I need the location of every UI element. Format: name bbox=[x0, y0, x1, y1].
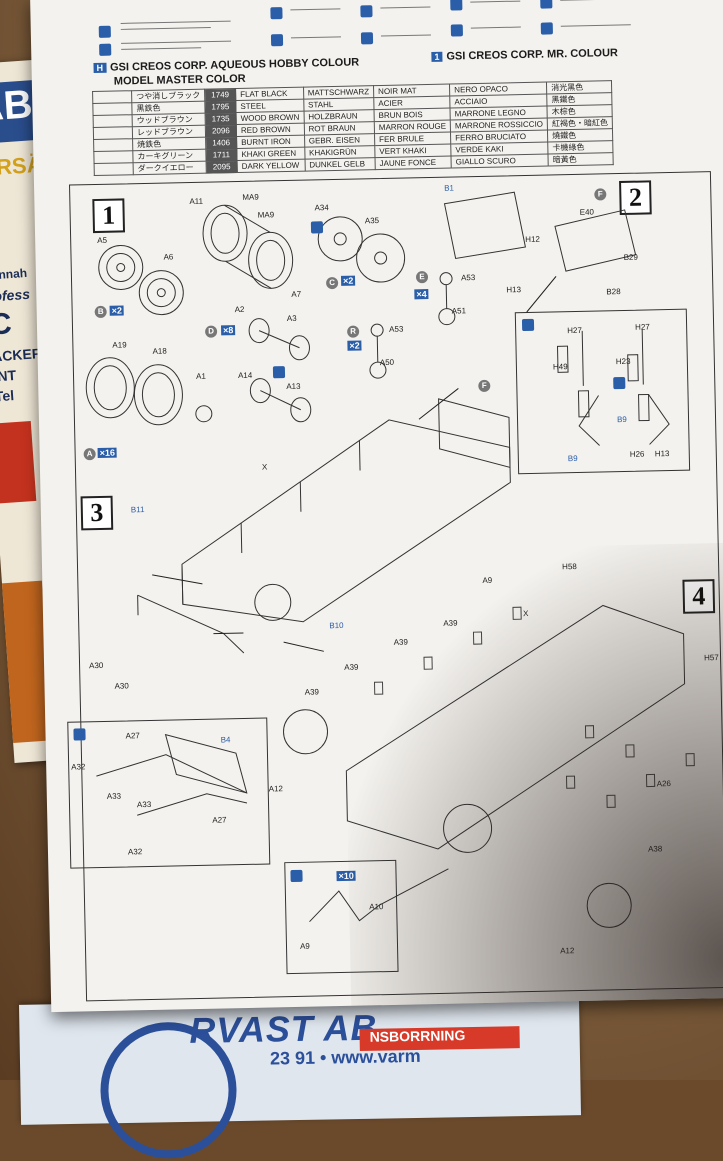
label-a11: A11 bbox=[189, 197, 203, 206]
sprocket-a5 bbox=[98, 245, 143, 290]
label-ma9-b: MA9 bbox=[258, 210, 275, 219]
label-a7: A7 bbox=[291, 290, 301, 299]
suspension-arm-row bbox=[373, 604, 695, 813]
multiplier-x2-r: ×2 bbox=[347, 340, 361, 350]
label-a39-2: A39 bbox=[394, 638, 408, 647]
label-h27-a: H27 bbox=[567, 326, 582, 335]
label-a27-b: A27 bbox=[212, 815, 226, 824]
label-h26: H26 bbox=[630, 450, 645, 459]
label-a5: A5 bbox=[97, 236, 107, 245]
label-a19: A19 bbox=[112, 340, 126, 349]
label-b4: B4 bbox=[221, 735, 231, 744]
step3-inset-paint-icon bbox=[73, 728, 85, 740]
magazine-kinnah-text: Kinnah bbox=[0, 266, 28, 283]
label-a53-b: A53 bbox=[389, 325, 403, 334]
multiplier-x10: ×10 bbox=[336, 871, 355, 881]
label-h58: H58 bbox=[562, 562, 577, 571]
label-a3: A3 bbox=[287, 314, 297, 323]
label-b11: B11 bbox=[131, 505, 145, 514]
magazine-ackef-text: ACKEF bbox=[0, 345, 41, 364]
label-h13: H13 bbox=[506, 285, 521, 294]
hull-rear-plate bbox=[138, 593, 244, 655]
sprocket-a6 bbox=[139, 270, 184, 315]
label-a33-a: A33 bbox=[107, 792, 121, 801]
hull-side-detail-parts bbox=[558, 344, 650, 422]
label-h23: H23 bbox=[616, 357, 631, 366]
step3-inset-drawing bbox=[96, 733, 248, 816]
label-a39-1: A39 bbox=[443, 619, 457, 628]
label-a26: A26 bbox=[657, 779, 671, 788]
label-h13-b: H13 bbox=[655, 449, 670, 458]
bottom-magazine-title: RVAST AB bbox=[189, 1007, 378, 1052]
magazine-c-text: C bbox=[0, 307, 13, 342]
label-a34: A34 bbox=[314, 203, 328, 212]
label-ma9-a: MA9 bbox=[242, 193, 259, 202]
label-a53-a: A53 bbox=[461, 273, 475, 282]
label-a12-a: A12 bbox=[269, 784, 283, 793]
magazine-red-block bbox=[0, 421, 36, 504]
label-x-step3: X bbox=[262, 462, 268, 471]
hull-front-plate-b1 bbox=[444, 190, 636, 274]
multiplier-x2-b: ×2 bbox=[110, 305, 124, 315]
multiplier-x2-c: ×2 bbox=[341, 276, 355, 286]
bottom-magazine-strip-text: NSBORRNING bbox=[369, 1027, 465, 1045]
multiplier-x4: ×4 bbox=[414, 289, 428, 299]
step2-inset-paint-icon bbox=[522, 319, 534, 331]
label-a2: A2 bbox=[235, 305, 245, 314]
label-a14: A14 bbox=[238, 371, 252, 380]
label-a27-a: A27 bbox=[125, 731, 139, 740]
label-b1: B1 bbox=[444, 183, 454, 192]
label-a51: A51 bbox=[452, 306, 466, 315]
label-a9-inset: A9 bbox=[300, 942, 310, 951]
label-a30-a: A30 bbox=[89, 661, 103, 670]
label-h49: H49 bbox=[553, 362, 568, 371]
multiplier-x8: ×8 bbox=[221, 325, 235, 335]
label-a32-b: A32 bbox=[128, 847, 142, 856]
label-a30-b: A30 bbox=[114, 681, 128, 690]
label-b28: B28 bbox=[606, 287, 620, 296]
label-h57: H57 bbox=[704, 653, 719, 662]
step4-inset-paint-icon bbox=[290, 870, 302, 882]
label-a13: A13 bbox=[286, 382, 300, 391]
step2-inset-glue-icon bbox=[613, 377, 625, 389]
magazine-tel-text: Tel bbox=[0, 387, 15, 404]
label-a12-b: A12 bbox=[560, 946, 574, 955]
label-a39-3: A39 bbox=[344, 663, 358, 672]
label-b10: B10 bbox=[329, 621, 343, 630]
label-h27-b: H27 bbox=[635, 322, 650, 331]
label-b9-a: B9 bbox=[617, 415, 627, 424]
label-a33-b: A33 bbox=[137, 800, 151, 809]
label-h12: H12 bbox=[525, 235, 540, 244]
magazine-ab-text: AB bbox=[0, 82, 34, 131]
label-a50: A50 bbox=[380, 358, 394, 367]
label-b29: B29 bbox=[624, 253, 638, 262]
magazine-int-text: INT bbox=[0, 367, 17, 385]
road-wheel-a34 bbox=[318, 216, 405, 284]
bottom-magazine: RVAST AB 23 91 • www.varm NSBORRNING bbox=[19, 995, 581, 1125]
hull-with-suspension-arms bbox=[281, 604, 690, 934]
idler-wheel-a11 bbox=[202, 204, 293, 290]
glue-instruction-icon bbox=[273, 366, 285, 378]
label-a39-4: A39 bbox=[305, 687, 319, 696]
road-wheels-a19 bbox=[86, 356, 212, 427]
label-a1: A1 bbox=[196, 372, 206, 381]
label-e40: E40 bbox=[580, 208, 594, 217]
multiplier-x16: ×16 bbox=[98, 448, 117, 458]
paint-instruction-icon bbox=[311, 221, 323, 233]
label-a18: A18 bbox=[152, 347, 166, 356]
lower-hull-tub bbox=[179, 397, 514, 624]
label-a38: A38 bbox=[648, 844, 662, 853]
label-a10: A10 bbox=[369, 902, 383, 911]
label-b9-b: B9 bbox=[568, 454, 578, 463]
step4-inset-drawing bbox=[308, 869, 449, 922]
label-a9-top: A9 bbox=[482, 576, 492, 585]
label-a6: A6 bbox=[163, 252, 173, 261]
label-a32-a: A32 bbox=[71, 762, 85, 771]
label-a35: A35 bbox=[365, 216, 379, 225]
label-x-step4: X bbox=[523, 609, 529, 618]
magazine-rofess-text: rofess bbox=[0, 286, 30, 305]
